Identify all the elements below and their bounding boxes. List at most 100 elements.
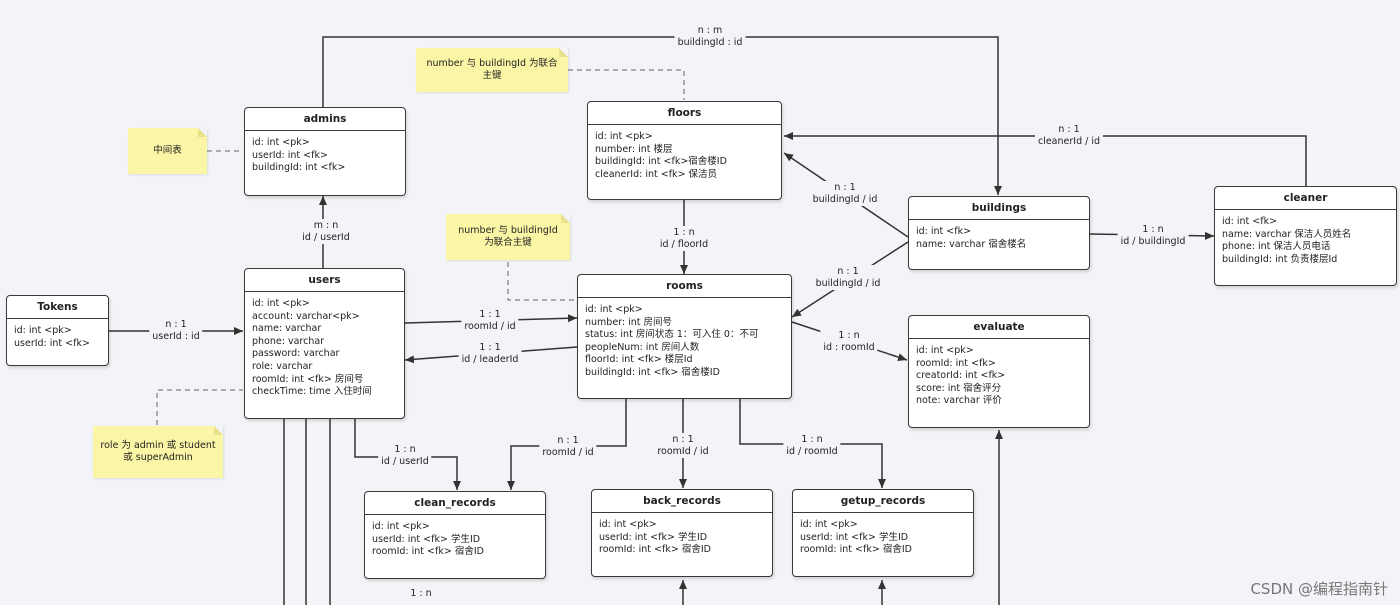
field: id: int <pk> <box>800 519 858 530</box>
field: creatorId: int <fk> <box>916 370 1006 382</box>
field: userId: int <fk> 学生ID <box>599 531 708 543</box>
relation-label: 1 : n id : roomId <box>820 329 878 354</box>
field: buildingId: int <fk>宿舍楼ID <box>595 156 727 168</box>
entity-tokens: Tokens id: int <pk> userId: int <fk> <box>6 295 109 366</box>
relation-key: id : roomId <box>823 341 875 353</box>
relation-cardinality: n : m <box>697 25 723 36</box>
field: name: varchar 保洁人员姓名 <box>1222 228 1352 240</box>
field: role: varchar <box>252 360 313 372</box>
entity-title: back_records <box>592 490 772 513</box>
relation-cardinality: 1 : 1 <box>479 342 501 353</box>
field: userId: int <fk> <box>14 337 90 349</box>
field: id: int <pk> <box>595 131 653 142</box>
field: id: int <pk> <box>14 325 72 336</box>
field: userId: int <fk> 学生ID <box>800 531 909 543</box>
relation-key: id / leaderId <box>461 353 519 365</box>
note-admins: 中间表 <box>128 128 207 174</box>
field: roomId: int <fk> 宿舍ID <box>599 544 711 556</box>
relation-cardinality: n : 1 <box>672 434 694 445</box>
field: roomId: int <fk> 宿舍ID <box>800 544 912 556</box>
field: name: varchar 宿舍楼名 <box>916 238 1027 250</box>
relation-key: id / roomId <box>786 445 838 457</box>
field: note: varchar 评价 <box>916 395 1002 407</box>
relation-label: 1 : 1 roomId / id <box>461 308 519 333</box>
relation-cardinality: n : 1 <box>837 266 859 277</box>
relation-key: buildingId : id <box>677 36 743 48</box>
field: number: int 楼层 <box>595 143 673 155</box>
relation-cardinality: n : 1 <box>834 182 856 193</box>
entity-getup-records: getup_records id: int <pk> userId: int <… <box>792 489 974 577</box>
note-text: number 与 buildingId 为联合主键 <box>426 58 558 81</box>
note-rooms: number 与 buildingId 为联合主键 <box>446 214 570 260</box>
field: id: int <pk> <box>252 298 310 309</box>
field: roomId: int <fk> 房间号 <box>252 373 364 385</box>
relation-label: 1 : n id / buildingId <box>1117 223 1189 248</box>
field-list: id: int <pk> userId: int <fk> <box>7 319 108 354</box>
relation-cardinality: 1 : n <box>394 444 416 455</box>
field: phone: int 保洁人员电话 <box>1222 241 1331 253</box>
field: id: int <pk> <box>599 519 657 530</box>
field: buildingId: int <fk> <box>252 162 346 174</box>
field-list: id: int <fk> name: varchar 宿舍楼名 <box>909 220 1089 255</box>
field-list: id: int <pk> account: varchar<pk> name: … <box>245 292 404 403</box>
note-text: number 与 buildingId 为联合主键 <box>458 225 558 248</box>
field: peopleNum: int 房间人数 <box>585 341 700 353</box>
entity-admins: admins id: int <pk> userId: int <fk> bui… <box>244 107 406 196</box>
field-list: id: int <pk> userId: int <fk> buildingId… <box>245 131 405 179</box>
field: phone: varchar <box>252 335 325 347</box>
field: password: varchar <box>252 348 340 360</box>
entity-title: admins <box>245 108 405 131</box>
note-floors: number 与 buildingId 为联合主键 <box>416 48 568 92</box>
relation-cardinality: 1 : n <box>801 434 823 445</box>
relation-cardinality: 1 : n <box>673 227 695 238</box>
entity-title: rooms <box>578 275 791 298</box>
field-list: id: int <pk> number: int 楼层 buildingId: … <box>588 125 781 185</box>
relation-cardinality: 1 : n <box>838 330 860 341</box>
field-list: id: int <pk> roomId: int <fk> creatorId:… <box>909 339 1089 412</box>
field: id: int <fk> <box>916 226 972 237</box>
entity-floors: floors id: int <pk> number: int 楼层 build… <box>587 101 782 200</box>
field-list: id: int <pk> userId: int <fk> 学生ID roomI… <box>592 513 772 561</box>
field: id: int <pk> <box>372 521 430 532</box>
entity-back-records: back_records id: int <pk> userId: int <f… <box>591 489 773 577</box>
field: userId: int <fk> <box>252 149 328 161</box>
entity-title: floors <box>588 102 781 125</box>
note-users: role 为 admin 或 student 或 superAdmin <box>93 426 223 478</box>
entity-rooms: rooms id: int <pk> number: int 房间号 statu… <box>577 274 792 399</box>
relation-cardinality: 1 : n <box>1142 224 1164 235</box>
relation-label: n : 1 roomId / id <box>539 434 597 459</box>
relation-cardinality: 1 : n <box>410 588 432 599</box>
relation-cardinality: n : 1 <box>557 435 579 446</box>
entity-title: buildings <box>909 197 1089 220</box>
relation-label: n : 1 buildingId / id <box>809 181 881 206</box>
field: userId: int <fk> 学生ID <box>372 533 481 545</box>
relation-key: id / buildingId <box>1120 235 1186 247</box>
field: roomId: int <fk> <box>916 357 996 369</box>
entity-title: cleaner <box>1215 187 1396 210</box>
relation-key: roomId / id <box>464 320 516 332</box>
field: id: int <pk> <box>585 304 643 315</box>
note-text: role 为 admin 或 student 或 superAdmin <box>100 440 216 463</box>
relation-key: id / userId <box>302 231 350 243</box>
field: account: varchar<pk> <box>252 310 360 322</box>
field-list: id: int <pk> userId: int <fk> 学生ID roomI… <box>793 513 973 561</box>
relation-label: 1 : n id / userId <box>378 443 432 468</box>
note-link-floors <box>568 69 685 100</box>
relation-cardinality: n : 1 <box>165 319 187 330</box>
link-admins-buildings <box>322 36 1002 195</box>
field: id: int <pk> <box>252 137 310 148</box>
relation-key: cleanerId / id <box>1037 135 1101 147</box>
note-text: 中间表 <box>153 145 182 156</box>
entity-title: getup_records <box>793 490 973 513</box>
relation-label: n : 1 cleanerId / id <box>1034 123 1104 148</box>
link-cleaner-floors <box>784 132 1307 186</box>
relation-key: roomId / id <box>657 445 709 457</box>
entity-title: users <box>245 269 404 292</box>
note-link-users <box>156 389 243 425</box>
relation-label: n : 1 roomId / id <box>654 433 712 458</box>
relation-label: n : 1 userId : id <box>149 318 203 343</box>
relation-label: 1 : n id / floorId <box>656 226 712 251</box>
entity-title: clean_records <box>365 492 545 515</box>
relation-label: n : m buildingId : id <box>674 24 746 49</box>
entity-users: users id: int <pk> account: varchar<pk> … <box>244 268 405 419</box>
